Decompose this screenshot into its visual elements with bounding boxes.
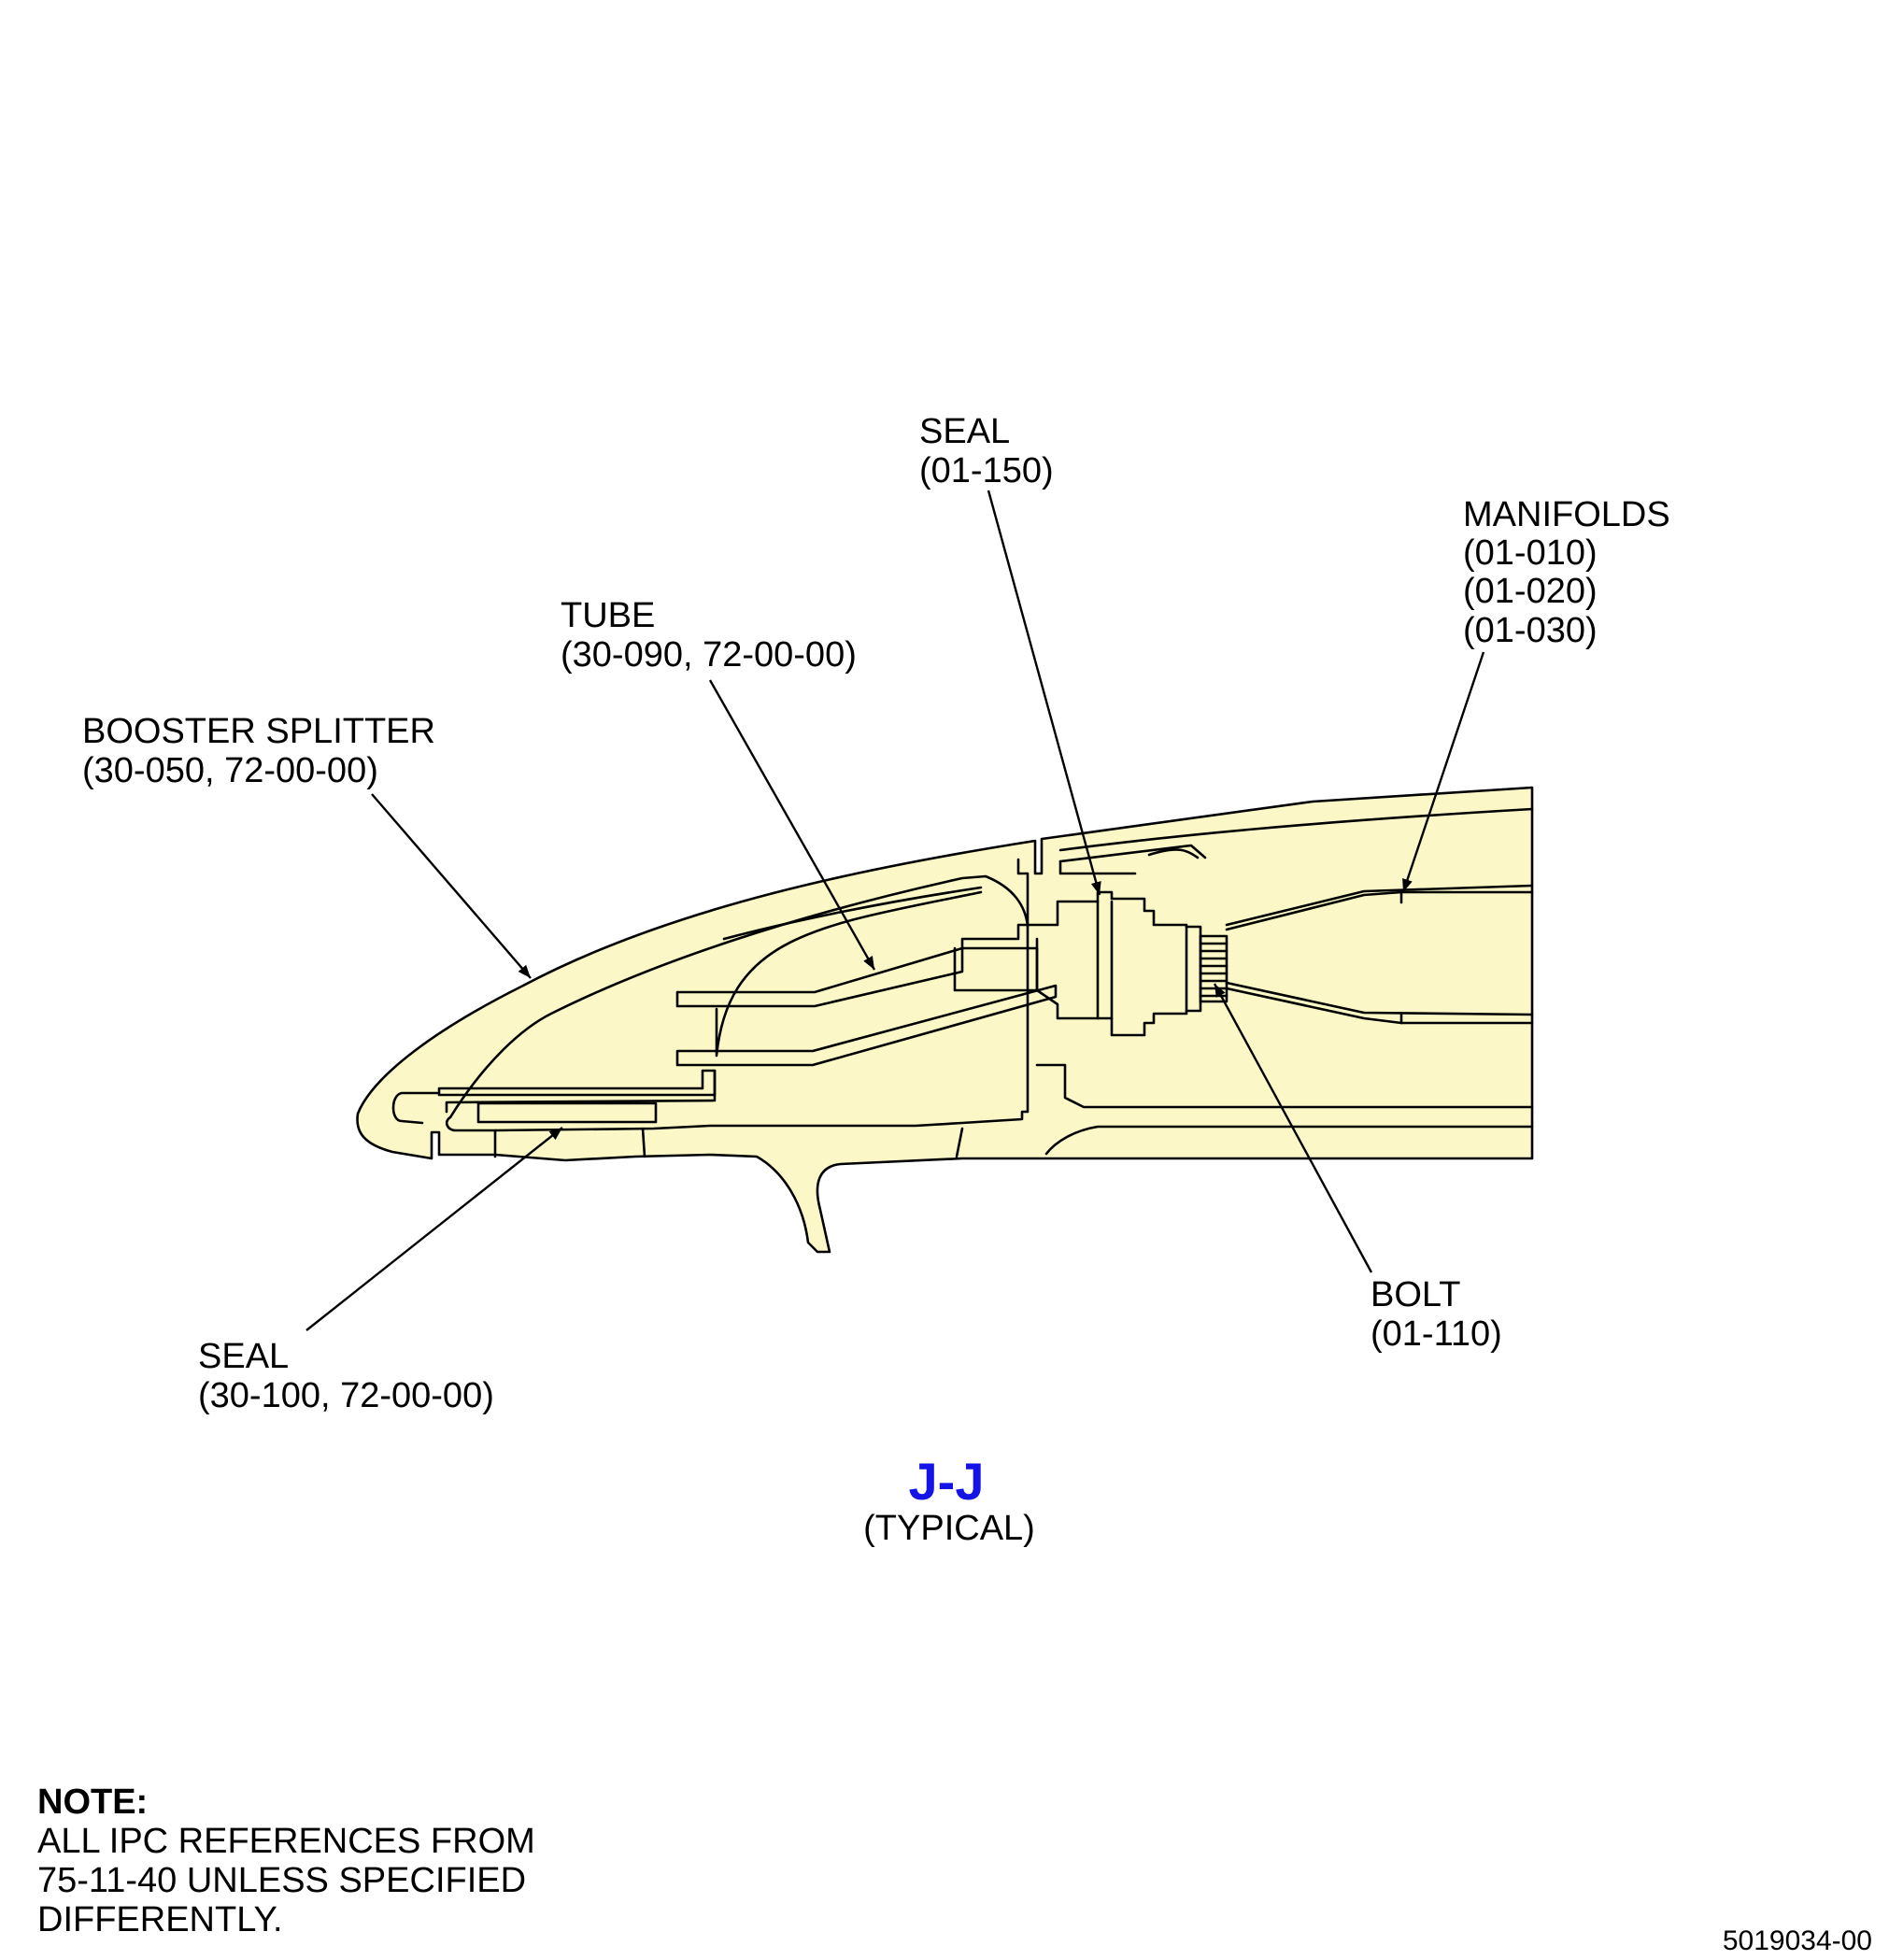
callout-ref: (01-020) [1463,572,1598,611]
note-line: 75-11-40 UNLESS SPECIFIED [37,1861,526,1900]
callout-booster-splitter: BOOSTER SPLITTER (30-050, 72-00-00) [82,712,435,790]
leader-lines [305,490,1485,1331]
callout-name: SEAL [919,412,1010,451]
note-line: DIFFERENTLY. [37,1900,283,1939]
leader-manifolds [1401,651,1485,893]
callout-ref: (01-150) [919,451,1054,490]
leader-tube [708,679,876,971]
view-subtitle: (TYPICAL) [863,1509,1035,1548]
leader-seal-top [987,490,1101,896]
booster-splitter-body [356,786,1534,1254]
callout-ref: (30-100, 72-00-00) [198,1376,494,1415]
callout-name: TUBE [561,596,655,635]
manifold-lower [1225,987,1534,1025]
leader-seal-bottom [305,1127,563,1331]
callout-ref: (01-110) [1371,1314,1502,1354]
figure-id: 5019034-00 [1723,1925,1872,1956]
fitting-body [960,890,1188,1037]
callout-bolt: BOLT (01-110) [1371,1275,1502,1354]
callout-name: SEAL [198,1337,289,1376]
manifold-upper [1225,890,1534,931]
callout-ref: (01-010) [1463,533,1598,573]
note-heading: NOTE: [37,1782,148,1822]
tube-upper [675,946,964,1008]
callout-tube: TUBE (30-090, 72-00-00) [561,596,857,675]
leader-bolt [1213,983,1373,1273]
callout-name: MANIFOLDS [1463,495,1670,534]
callout-seal-top: SEAL (01-150) [919,412,1054,490]
callout-ref: (30-090, 72-00-00) [561,635,857,675]
view-title: J-J [909,1452,985,1511]
seal-plate [476,1101,658,1124]
leader-booster-splitter [371,793,532,979]
callout-ref: (30-050, 72-00-00) [82,751,378,790]
splitter-outline [356,786,1534,1254]
callout-name: BOLT [1371,1275,1460,1314]
callout-seal-bottom: SEAL (30-100, 72-00-00) [198,1337,494,1415]
callout-name: BOOSTER SPLITTER [82,712,435,751]
inner-cavity [445,858,1030,1132]
bolt-hatch [1199,934,1229,1003]
callout-ref: (01-030) [1463,611,1598,650]
note-line: ALL IPC REFERENCES FROM [37,1822,535,1861]
callout-manifolds: MANIFOLDS (01-010) (01-020) (01-030) [1463,495,1670,650]
note-block: NOTE: ALL IPC REFERENCES FROM 75-11-40 U… [37,1782,535,1939]
tube-lower [675,984,1058,1067]
